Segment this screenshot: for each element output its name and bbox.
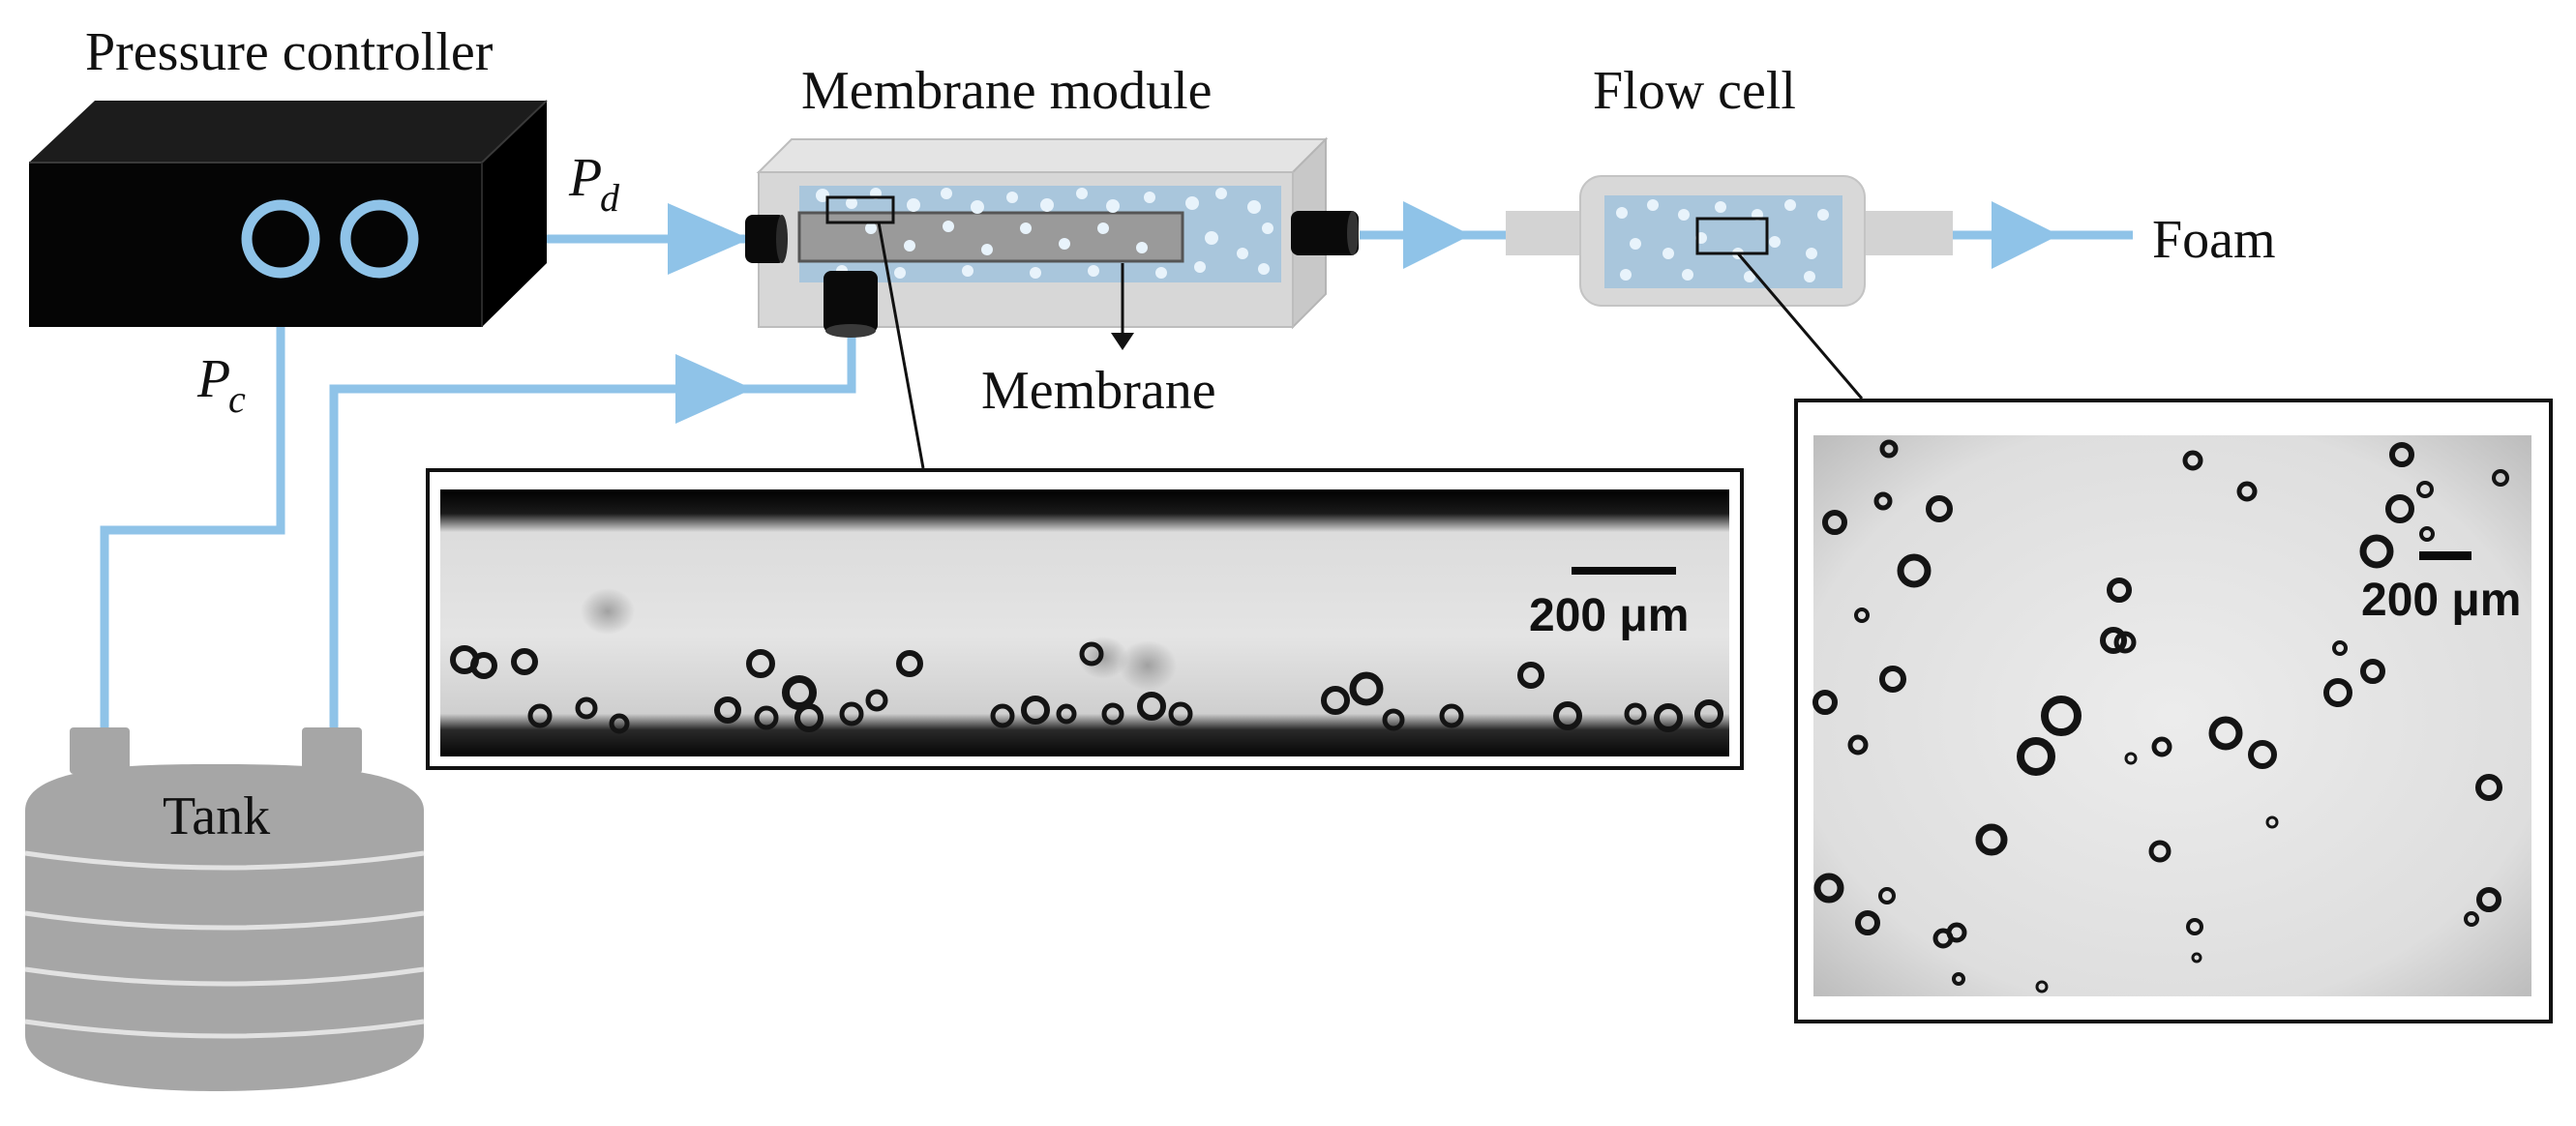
svg-text:P: P (196, 349, 230, 409)
controller-front-face (29, 163, 482, 327)
membrane-scale-bar-label: 200 μm (1529, 590, 1689, 641)
inlet-arrow-icon (675, 354, 753, 424)
bottom-port-fitting (824, 271, 878, 333)
module-top-face (756, 138, 1329, 173)
tank-left-neck (70, 727, 130, 774)
flowcell-micrograph-image (1813, 435, 2531, 996)
pd-outlet-port-icon (340, 199, 419, 279)
svg-text:P: P (568, 148, 602, 208)
membrane-micrograph-bubbles (450, 641, 1723, 734)
controller-top-face (29, 101, 547, 163)
membrane-scale-bar (1572, 567, 1676, 575)
pd-arrow-icon (668, 203, 750, 275)
pc-pressure-label: P c (196, 349, 246, 421)
flowcell-micrograph: 200 μm (1794, 399, 2553, 1023)
tank-to-module-tube (329, 334, 856, 735)
zoom-box-module (825, 195, 895, 224)
flow-cell-label: Flow cell (1593, 61, 1796, 121)
membrane-module-label: Membrane module (801, 61, 1213, 121)
tank-ribs (24, 850, 425, 1039)
pd-pressure-label: P d (568, 148, 620, 220)
flowcell-left-stub (1506, 211, 1593, 255)
foam-label: Foam (2152, 210, 2276, 270)
flowcell-scale-bar (2419, 551, 2471, 560)
tank-right-neck (302, 727, 362, 774)
flow-cell (1506, 175, 1953, 307)
membrane-micrograph: 200 μm (426, 468, 1744, 770)
outlet-arrow-icon (1403, 201, 1471, 269)
membrane-module (745, 136, 1359, 350)
foam-arrow-icon (1992, 201, 2059, 269)
module-bubbles (816, 188, 1273, 279)
tank-label: Tank (163, 786, 270, 846)
pressure-controller-label: Pressure controller (85, 22, 494, 82)
flowcell-zoom-connector (1736, 252, 1864, 400)
membrane-pointer-arrow-icon (1111, 333, 1134, 350)
flowcell-micrograph-bubbles (1812, 439, 2509, 993)
controller-side-face (482, 101, 547, 327)
pc-tube (100, 249, 285, 735)
pressure-controller (29, 100, 548, 327)
svg-text:d: d (600, 176, 620, 220)
flowcell-scale-bar-label: 200 μm (2361, 575, 2521, 626)
svg-text:c: c (228, 377, 246, 421)
flowcell-right-stub (1852, 211, 1953, 255)
tank (24, 727, 425, 1091)
membrane-label: Membrane (981, 361, 1216, 421)
pc-outlet-port-icon (241, 199, 320, 279)
flow-arrows (668, 201, 2059, 424)
module-zoom-connector (877, 222, 925, 469)
membrane-micrograph-image (440, 489, 1729, 756)
outlet-fitting (1291, 211, 1359, 255)
inlet-fitting (745, 215, 786, 263)
membrane-tube (797, 211, 1184, 263)
zoom-box-flowcell (1695, 217, 1769, 255)
